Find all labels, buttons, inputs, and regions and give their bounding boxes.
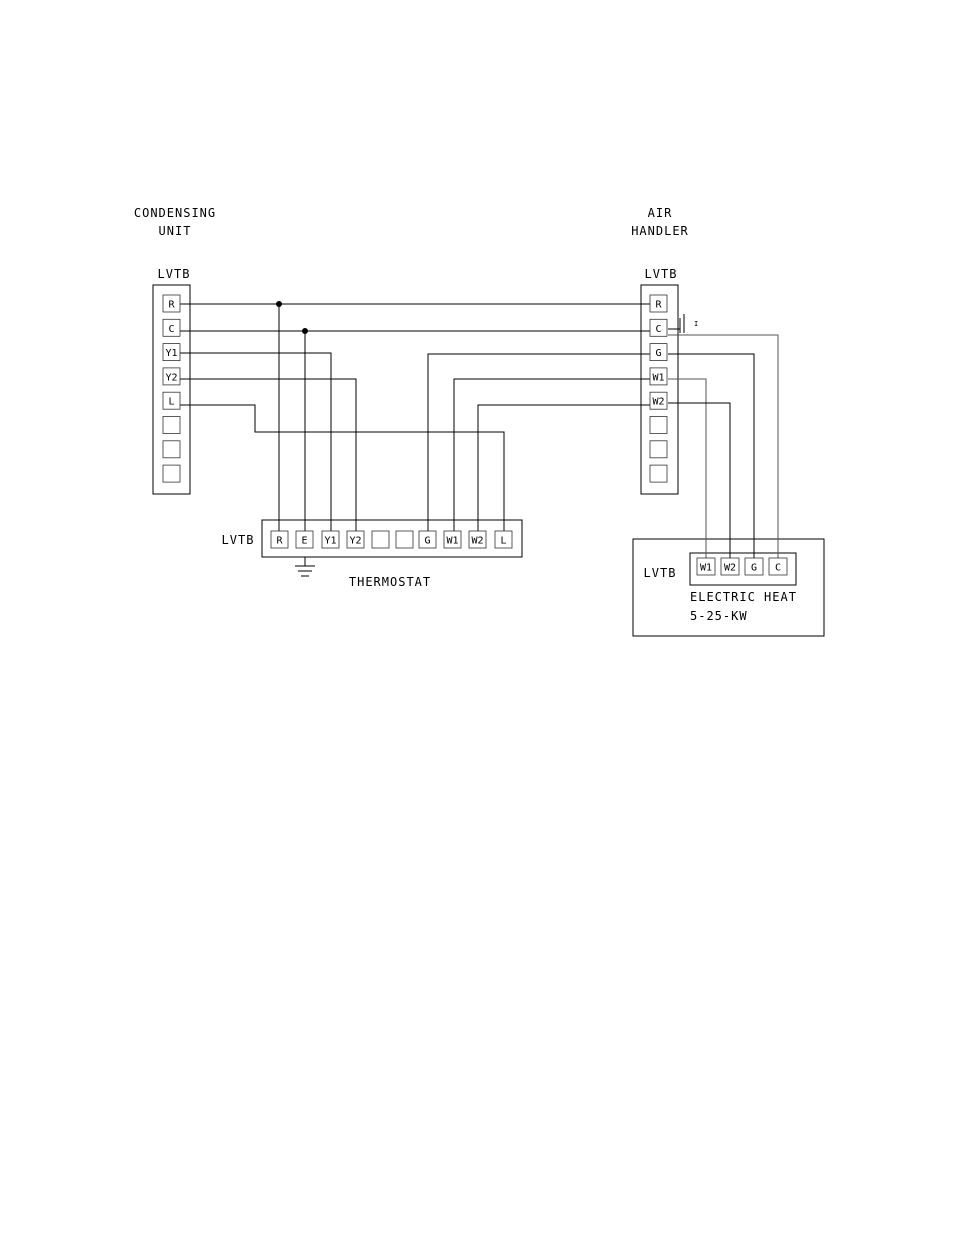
wire-w2-heat [668,403,730,558]
wire-g-thermostat [428,354,650,531]
wire-l [180,405,504,531]
air-handler-terminal-g-label: G [655,348,661,359]
condensing-unit-lvtb-label: LVTB [158,267,191,281]
condensing-unit-title-line2: UNIT [159,224,192,238]
thermostat-terminal-w2-label: W2 [471,536,483,547]
air-handler-terminal-c-label: C [655,324,661,335]
condensing-unit-terminal-block [153,285,190,494]
air-handler-terminal-blank-7-box [650,465,667,482]
air-handler-title-line1: AIR [648,206,673,220]
wire-c-heat [668,335,778,558]
thermostat-terminal-y1-label: Y1 [324,536,336,547]
thermostat-terminals: R E Y1 Y2 G W1 W2 L [271,531,512,548]
electric-heat-title-line1: ELECTRIC HEAT [690,590,797,604]
earth-ground-icon [295,557,315,576]
air-handler-terminal-w2-label: W2 [652,397,664,408]
thermostat-terminal-y2-label: Y2 [349,536,361,547]
wire-y1 [180,353,331,531]
thermostat-terminal-r-label: R [276,536,283,547]
condensing-unit-title-line1: CONDENSING [134,206,216,220]
thermostat-terminal-g-label: G [424,536,430,547]
air-handler-terminal-r-label: R [655,300,662,311]
condensing-unit-terminal-blank-7-box [163,465,180,482]
air-handler-title-line2: HANDLER [631,224,689,238]
thermostat-terminal-blank-5-box [396,531,413,548]
wire-w1-heat [668,379,706,558]
thermostat-terminal-l-label: L [500,536,506,547]
air-handler-lvtb-label: LVTB [645,267,678,281]
air-handler-terminal-w1-label: W1 [652,372,664,383]
electric-heat: LVTB ELECTRIC HEAT 5-25-KW [633,539,824,636]
wire-y2 [180,379,356,531]
thermostat: LVTB THERMOSTAT [222,520,522,589]
air-handler-terminal-block [641,285,678,494]
ground-label: I [694,320,698,328]
junction-dot-c [302,328,308,334]
condensing-unit-terminal-blank-6-box [163,441,180,458]
air-handler-terminal-blank-6-box [650,441,667,458]
condensing-unit-terminal-r-label: R [168,300,175,311]
thermostat-terminal-w1-label: W1 [446,536,458,547]
chassis-ground-symbol: I [668,314,698,333]
junction-dot-r [276,301,282,307]
air-handler-terminal-blank-5-box [650,417,667,434]
wire-g-heat [668,354,754,558]
condensing-unit-terminal-c-label: C [168,324,174,335]
thermostat-terminal-blank-4-box [372,531,389,548]
electric-heat-terminal-g-label: G [751,563,757,574]
electric-heat-terminal-c-label: C [775,563,781,574]
wire-w1-thermostat [454,379,650,531]
electric-heat-terminals: W1 W2 G C [697,558,787,575]
electric-heat-terminal-w2-label: W2 [724,563,736,574]
condensing-unit-terminal-l-label: L [168,397,174,408]
wires [180,301,778,558]
condensing-unit-terminal-blank-5-box [163,417,180,434]
condensing-unit-terminal-y1-label: Y1 [165,348,177,359]
electric-heat-terminal-w1-label: W1 [700,563,712,574]
electric-heat-title-line2: 5-25-KW [690,609,748,623]
condensing-unit-terminal-y2-label: Y2 [165,372,177,383]
thermostat-terminal-e-label: E [301,536,307,547]
thermostat-title: THERMOSTAT [349,575,431,589]
thermostat-lvtb-label: LVTB [222,533,255,547]
electric-heat-lvtb-label: LVTB [644,566,677,580]
